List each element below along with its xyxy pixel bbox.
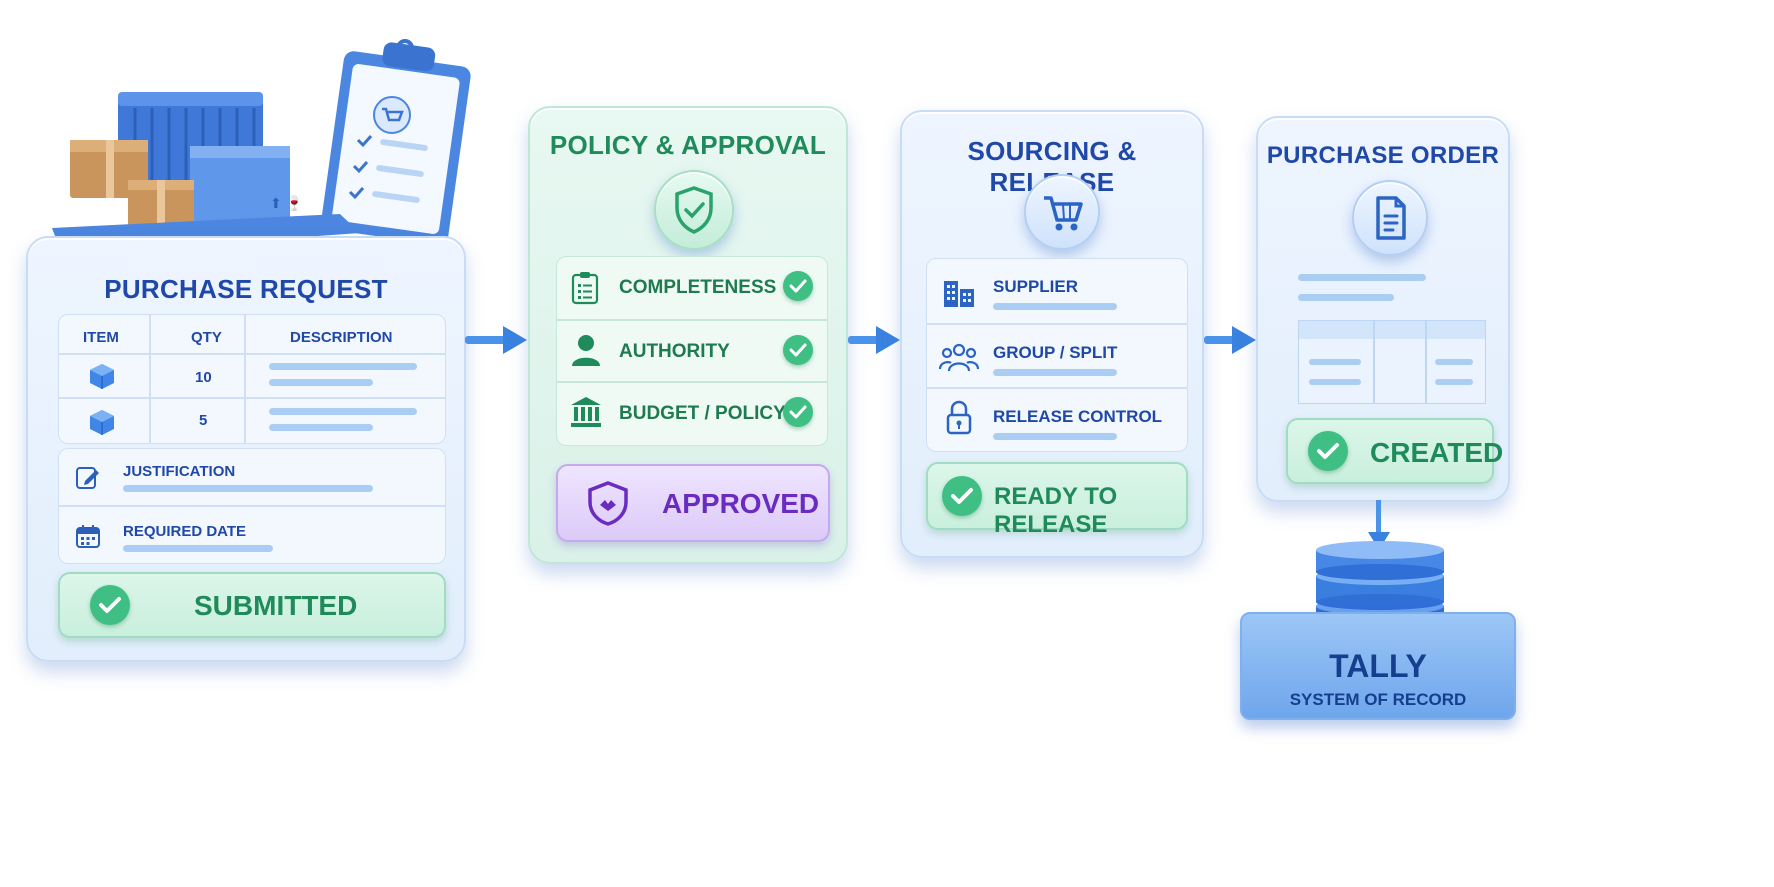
document-icon [1352,180,1428,256]
system-subtitle: SYSTEM OF RECORD [1289,690,1467,709]
header-description: DESCRIPTION [290,329,393,346]
check-icon [942,476,982,516]
purchase-order-card: PURCHASE ORDER CREATED [1256,116,1510,502]
policy-approval-title: POLICY & APPROVAL [549,130,827,160]
check-icon [1308,431,1348,471]
items-table: ITEM QTY DESCRIPTION 10 5 [58,314,446,444]
header-item: ITEM [83,329,119,346]
ready-to-release-status: READY TO RELEASE [926,462,1188,538]
created-label: CREATED [1370,437,1504,468]
flow-arrow-down [1368,500,1390,550]
policy-approval-card: POLICY & APPROVAL COMPLETENESS AUTHORITY… [528,106,848,564]
sourcing-release-card: SOURCING & RELEASE SUPPLIER GROUP / SPLI… [900,110,1204,558]
check-icon [783,397,813,427]
budget-policy-label: BUDGET / POLICY [619,403,786,424]
purchase-order-title: PURCHASE ORDER [1266,142,1500,169]
cart-icon [1024,174,1100,250]
approved-status: APPROVED [556,464,830,542]
shield-icon [588,481,628,526]
supplier-label: SUPPLIER [993,277,1079,296]
system-of-record-box: TALLY SYSTEM OF RECORD [1240,612,1516,720]
flow-arrow [465,326,527,354]
required-date-label: REQUIRED DATE [123,523,247,540]
order-table [1298,320,1486,404]
release-control-label: RELEASE CONTROL [993,407,1163,426]
svg-text:⬆ 🍷: ⬆ 🍷 [270,195,303,212]
authority-label: AUTHORITY [619,341,730,362]
box-icon [90,410,114,435]
building-icon [944,281,974,307]
flow-arrow [1204,326,1256,354]
box-icon [90,364,114,389]
edit-icon [76,467,99,489]
created-status: CREATED [1286,418,1503,484]
header-qty: QTY [191,329,222,346]
completeness-label: COMPLETENESS [619,277,777,298]
system-name: TALLY [1329,648,1427,684]
purchase-request-title: PURCHASE REQUEST [104,274,388,304]
group-icon [939,343,979,372]
details-panel: JUSTIFICATION REQUIRED DATE [58,448,446,564]
shield-check-icon [654,170,734,250]
group-split-label: GROUP / SPLIT [993,343,1118,362]
calendar-icon [76,525,100,548]
ready-to-release-label: READY TO RELEASE [994,483,1118,538]
flow-arrow [848,326,900,354]
justification-label: JUSTIFICATION [123,463,236,480]
checks-panel: COMPLETENESS AUTHORITY BUDGET / POLICY [556,256,828,446]
clipboard-icon [571,272,599,305]
lock-icon [946,400,972,435]
sourcing-panel: SUPPLIER GROUP / SPLIT RELEASE CONTROL [926,258,1188,452]
bank-icon [571,397,601,427]
submitted-status: SUBMITTED [58,572,446,638]
submitted-label: SUBMITTED [194,590,358,621]
person-icon [572,335,600,366]
approved-label: APPROVED [662,488,820,519]
row-1-qty: 10 [195,369,212,386]
purchase-request-card: PURCHASE REQUEST ITEM QTY DESCRIPTION 10… [26,236,466,662]
row-2-qty: 5 [199,412,208,429]
check-icon [90,585,130,625]
check-icon [783,271,813,301]
clipboard-icon [321,39,471,245]
check-icon [783,335,813,365]
